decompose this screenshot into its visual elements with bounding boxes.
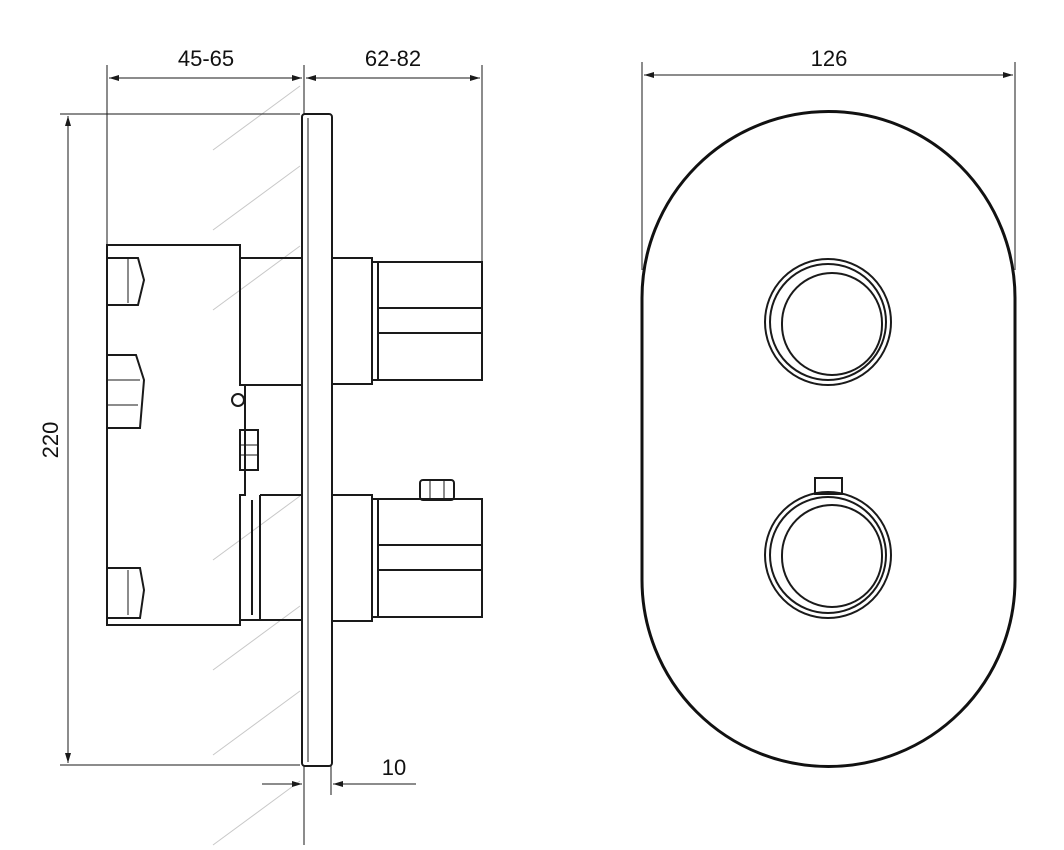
lower-handle-front xyxy=(764,477,892,619)
upper-knob-side xyxy=(331,257,483,385)
dim-label-protrusion: 62-82 xyxy=(365,46,421,71)
lower-knob-side xyxy=(331,479,483,622)
upper-handle-front xyxy=(764,258,892,386)
dim-label-height: 220 xyxy=(38,422,63,459)
dim-label-plate-thickness: 10 xyxy=(382,755,406,780)
oval-cover-plate xyxy=(640,110,1017,768)
extension-lines xyxy=(60,65,483,845)
cover-plate xyxy=(301,113,333,767)
dim-label-width: 126 xyxy=(811,46,848,71)
lower-handle-stop-tab xyxy=(814,477,843,495)
in-wall-body xyxy=(106,244,302,626)
side-view: 45-65 62-82 220 10 xyxy=(38,46,483,846)
front-view: 126 xyxy=(640,46,1017,768)
wall-hatching xyxy=(212,85,301,846)
dim-label-wall-depth: 45-65 xyxy=(178,46,234,71)
